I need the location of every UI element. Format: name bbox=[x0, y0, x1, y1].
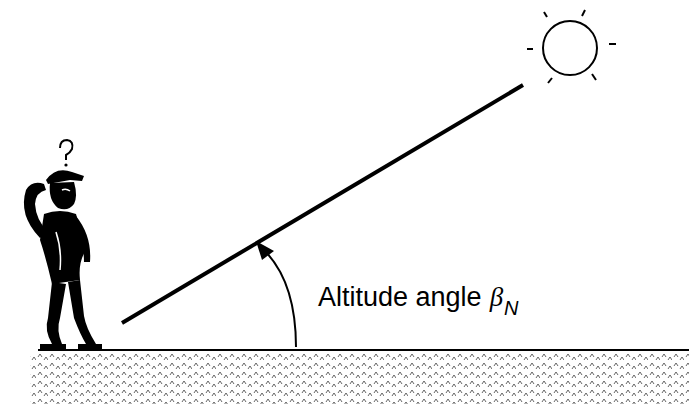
angle-symbol: β bbox=[490, 284, 503, 311]
sun-symbol bbox=[527, 10, 616, 83]
angle-subscript: N bbox=[504, 298, 518, 318]
angle-label: Altitude angle bbox=[318, 284, 482, 311]
ground-line bbox=[38, 349, 689, 351]
person-figure bbox=[24, 140, 102, 349]
angle-arc bbox=[264, 250, 296, 347]
arc-arrowhead bbox=[256, 241, 274, 260]
sun-ray-line bbox=[122, 85, 523, 323]
ground-hatching bbox=[30, 352, 689, 404]
